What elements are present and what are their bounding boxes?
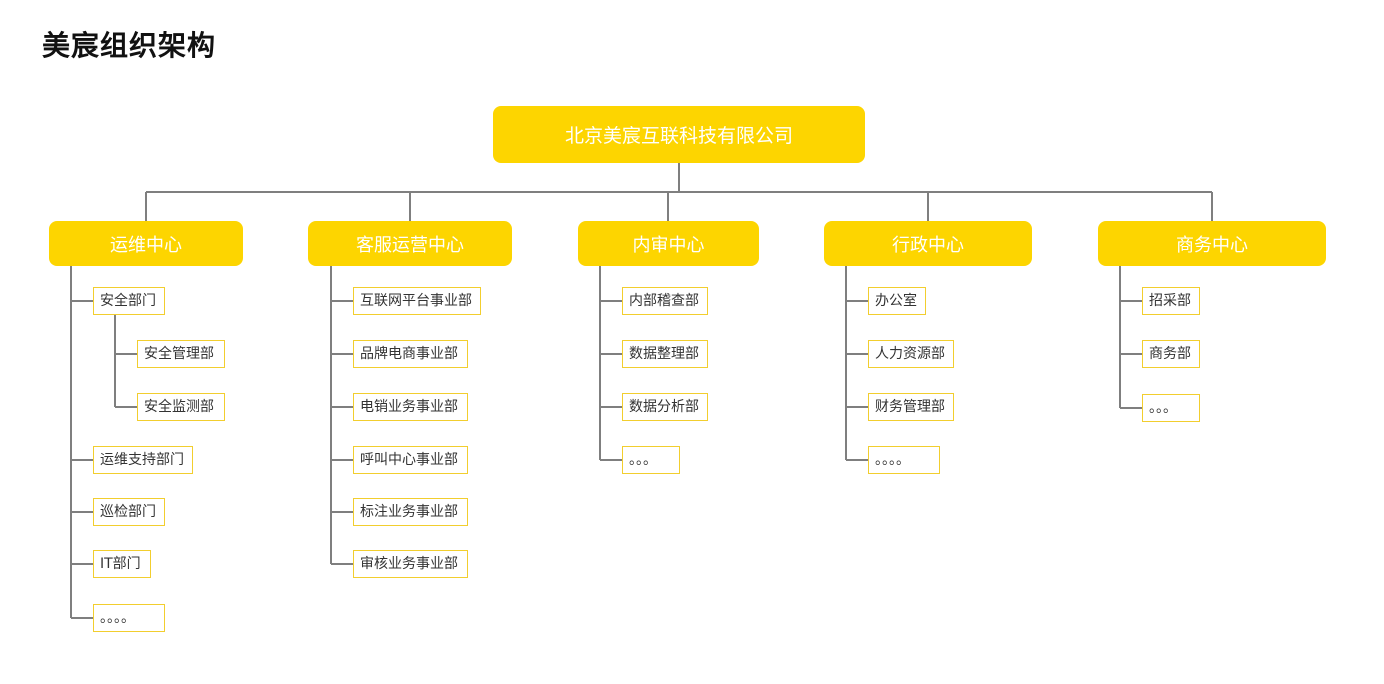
department-node[interactable]: 内部稽查部	[622, 287, 708, 315]
department-node[interactable]: 数据整理部	[622, 340, 708, 368]
department-node[interactable]: 数据分析部	[622, 393, 708, 421]
sub-department-node[interactable]: 安全管理部	[137, 340, 225, 368]
department-node[interactable]: IT部门	[93, 550, 151, 578]
department-node[interactable]: 。。。	[622, 446, 680, 474]
center-node[interactable]: 客服运营中心	[308, 221, 512, 266]
department-node[interactable]: 招采部	[1142, 287, 1200, 315]
center-node[interactable]: 运维中心	[49, 221, 243, 266]
page-title: 美宸组织架构	[42, 29, 217, 62]
department-node[interactable]: 办公室	[868, 287, 926, 315]
department-node[interactable]: 。。。。	[93, 604, 165, 632]
department-node[interactable]: 运维支持部门	[93, 446, 193, 474]
center-node[interactable]: 商务中心	[1098, 221, 1326, 266]
department-node[interactable]: 人力资源部	[868, 340, 954, 368]
center-node[interactable]: 内审中心	[578, 221, 759, 266]
root-company-node[interactable]: 北京美宸互联科技有限公司	[493, 106, 865, 163]
center-node[interactable]: 行政中心	[824, 221, 1032, 266]
department-node[interactable]: 标注业务事业部	[353, 498, 468, 526]
department-node[interactable]: 巡检部门	[93, 498, 165, 526]
department-node[interactable]: 财务管理部	[868, 393, 954, 421]
department-node[interactable]: 。。。	[1142, 394, 1200, 422]
sub-department-node[interactable]: 安全监测部	[137, 393, 225, 421]
department-node[interactable]: 电销业务事业部	[353, 393, 468, 421]
department-node[interactable]: 审核业务事业部	[353, 550, 468, 578]
department-node[interactable]: 。。。。	[868, 446, 940, 474]
department-node[interactable]: 安全部门	[93, 287, 165, 315]
department-node[interactable]: 商务部	[1142, 340, 1200, 368]
department-node[interactable]: 呼叫中心事业部	[353, 446, 468, 474]
department-node[interactable]: 互联网平台事业部	[353, 287, 481, 315]
department-node[interactable]: 品牌电商事业部	[353, 340, 468, 368]
